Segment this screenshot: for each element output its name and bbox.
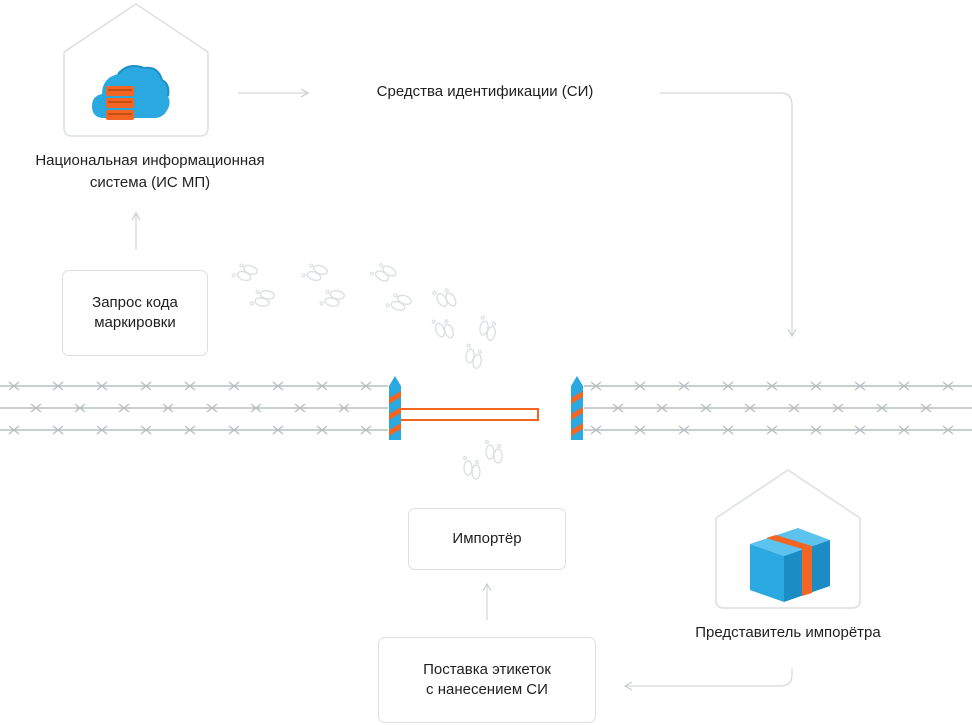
- wire-barb: [854, 425, 866, 435]
- arrow-rep-to-supply: [623, 668, 793, 691]
- wire-barb: [184, 381, 196, 391]
- wire-barb: [30, 403, 42, 413]
- code-request-node: Запрос кода маркировки: [62, 270, 208, 356]
- wire-barb: [788, 403, 800, 413]
- wire-barb: [184, 425, 196, 435]
- importer-label: Импортёр: [452, 530, 522, 547]
- importer-node: Импортёр: [408, 508, 566, 570]
- wire-barb: [766, 425, 778, 435]
- wire-barb: [316, 425, 328, 435]
- wire-barb: [766, 381, 778, 391]
- national-system-label: Национальная информационная система (ИС …: [35, 152, 265, 191]
- package-box-icon: [750, 528, 830, 602]
- house-importer-rep: [715, 469, 861, 609]
- wire-barb: [678, 425, 690, 435]
- wire-barb: [700, 403, 712, 413]
- wire-barb: [942, 381, 954, 391]
- cloud-server-icon: [92, 65, 170, 120]
- wire-barb: [656, 403, 668, 413]
- wire-barb: [8, 381, 20, 391]
- wire-barb: [294, 403, 306, 413]
- wire-barb: [810, 381, 822, 391]
- wire-barb: [854, 381, 866, 391]
- wire-barb: [876, 403, 888, 413]
- wire-barb: [96, 425, 108, 435]
- label-supply-label: Поставка этикеток с нанесением СИ: [423, 661, 551, 698]
- wire-barb: [52, 381, 64, 391]
- wire-barb: [678, 381, 690, 391]
- wire-barb: [118, 403, 130, 413]
- wire-barb: [8, 425, 20, 435]
- importer-rep-label: Представитель импорётра: [695, 624, 881, 641]
- wire-barb: [832, 403, 844, 413]
- code-request-label: Запрос кода маркировки: [92, 294, 178, 331]
- wire-barb: [338, 403, 350, 413]
- wire-barb: [722, 381, 734, 391]
- arrow-id-to-border: [660, 92, 797, 338]
- wire-barb: [744, 403, 756, 413]
- wire-barb: [634, 425, 646, 435]
- id-means-label: Средства идентификации (СИ): [376, 83, 594, 100]
- wire-barb: [360, 381, 372, 391]
- house-national-system: [63, 3, 209, 137]
- wire-barb: [96, 381, 108, 391]
- wire-barb: [272, 425, 284, 435]
- wire-barb: [810, 425, 822, 435]
- wire-barb: [920, 403, 932, 413]
- wire-barb: [360, 425, 372, 435]
- wire-barb: [612, 403, 624, 413]
- wire-barb: [140, 425, 152, 435]
- wire-barb: [942, 425, 954, 435]
- wire-barb: [634, 381, 646, 391]
- wire-barb: [250, 403, 262, 413]
- barbed-wire-barbs: [8, 381, 954, 435]
- wire-barb: [140, 381, 152, 391]
- wire-barb: [52, 425, 64, 435]
- border-barrier-icon: [389, 376, 583, 440]
- wire-barb: [898, 381, 910, 391]
- barbed-wire-icon: [0, 385, 972, 431]
- wire-barb: [228, 381, 240, 391]
- wire-barb: [898, 425, 910, 435]
- wire-barb: [272, 381, 284, 391]
- wire-barb: [722, 425, 734, 435]
- wire-barb: [590, 425, 602, 435]
- wire-barb: [162, 403, 174, 413]
- wire-barb: [228, 425, 240, 435]
- wire-barb: [206, 403, 218, 413]
- wire-barb: [316, 381, 328, 391]
- label-supply-node: Поставка этикеток с нанесением СИ: [378, 637, 596, 723]
- wire-barb: [590, 381, 602, 391]
- footprints-icon: [230, 259, 503, 480]
- wire-barb: [74, 403, 86, 413]
